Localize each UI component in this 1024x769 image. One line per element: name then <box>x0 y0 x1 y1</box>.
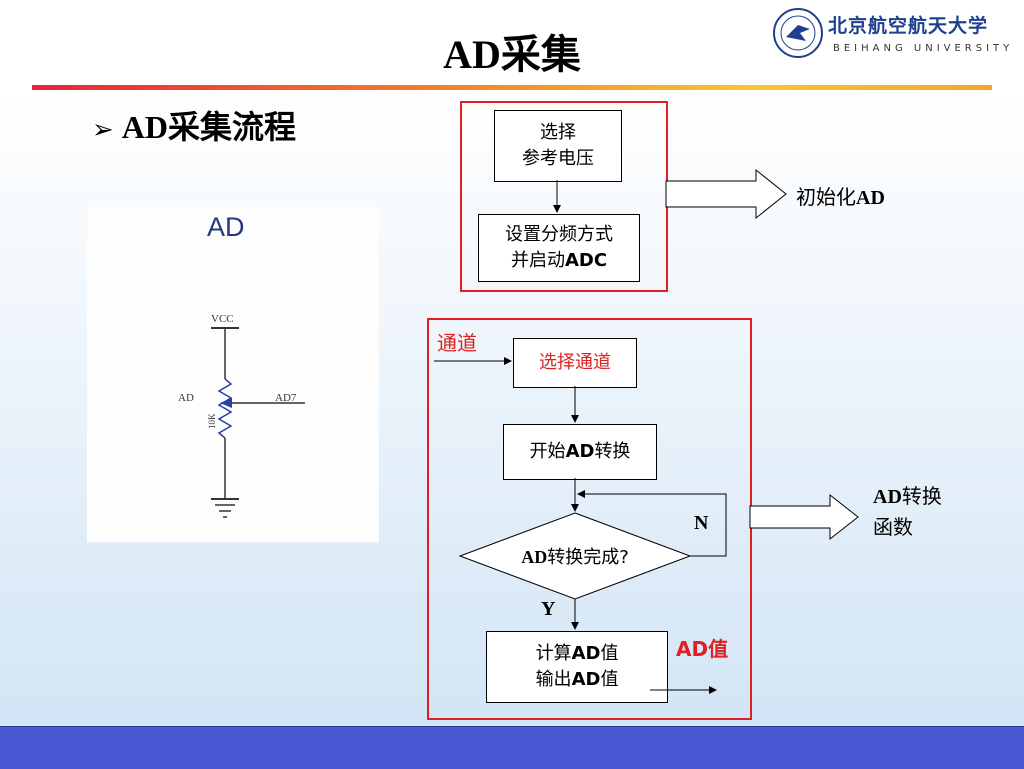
logo-name-cn: 北京航空航天大学 <box>828 15 989 37</box>
set-prescaler-box: 设置分频方式 并启动ADC <box>478 214 640 282</box>
bullet-arrow-icon: ➢ <box>92 115 114 145</box>
select-channel-box: 选择通道 <box>513 338 637 388</box>
init-ad-label: 初始化AD <box>796 185 885 209</box>
convert-block-arrow-icon <box>749 493 859 541</box>
vcc-label: VCC <box>211 313 234 325</box>
net-label: AD7 <box>275 392 297 404</box>
set-prescaler-line2: 并启动ADC <box>510 250 608 271</box>
decision-text: AD转换完成? <box>521 547 629 568</box>
start-conversion-box: 开始AD转换 <box>503 424 657 480</box>
schematic-title: AD <box>207 212 245 242</box>
select-reference-voltage-line1: 选择 <box>540 122 576 143</box>
schematic-panel <box>87 207 379 542</box>
university-seal-icon <box>773 8 823 58</box>
no-branch-label: N <box>694 512 709 534</box>
pot-resistor-icon <box>217 378 233 439</box>
calc-output-box: 计算AD值 输出AD值 <box>486 631 668 703</box>
pot-value-label: 10K <box>207 413 217 429</box>
yes-branch-label: Y <box>541 598 556 620</box>
pot-label: AD <box>178 392 194 404</box>
logo-name-en: BEIHANG UNIVERSITY <box>833 43 1014 54</box>
output-ad-value-line: 输出AD值 <box>535 669 619 690</box>
university-logo: 北京航空航天大学 BEIHANG UNIVERSITY <box>770 5 1015 60</box>
calc-ad-value-line: 计算AD值 <box>535 643 619 664</box>
channel-label: 通道 <box>437 331 477 355</box>
init-block-arrow-icon <box>665 168 787 220</box>
section-heading: ➢AD采集流程 <box>92 102 296 148</box>
wiper-arrow-icon <box>220 398 232 408</box>
ground-icon <box>211 498 239 518</box>
ad-value-label: AD值 <box>676 637 729 661</box>
set-prescaler-line1: 设置分频方式 <box>505 224 613 245</box>
footer-bar <box>0 726 1024 769</box>
select-reference-voltage-box: 选择 参考电压 <box>494 110 622 182</box>
select-reference-voltage-line2: 参考电压 <box>522 148 594 169</box>
conversion-function-label: AD转换 函数 <box>873 484 942 539</box>
section-heading-text: AD采集流程 <box>121 109 297 145</box>
potentiometer-schematic: VCC AD AD7 10K <box>178 313 305 518</box>
title-divider <box>32 85 992 90</box>
slide-title: AD采集 <box>443 32 581 77</box>
